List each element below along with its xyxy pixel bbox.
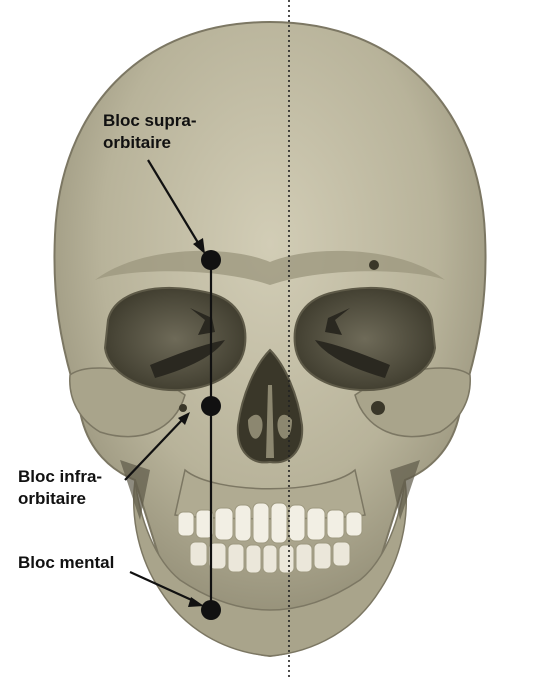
right-infraorbital-foramen [371,401,385,415]
supraorbital-label: Bloc supra- orbitaire [103,110,197,154]
infraorbital-label-line1: Bloc infra- [18,466,102,488]
right-orbit [295,288,435,390]
right-supraorbital-foramen [369,260,379,270]
supraorbital-label-line2: orbitaire [103,132,197,154]
mental-label-line1: Bloc mental [18,552,114,574]
left-zygomatic-foramen [179,404,187,412]
mental-point-icon [201,600,221,620]
infraorbital-label: Bloc infra- orbitaire [18,466,102,510]
lower-teeth [190,542,350,573]
infraorbital-label-line2: orbitaire [18,488,102,510]
infraorbital-point-icon [201,396,221,416]
left-orbit [105,288,245,390]
supraorbital-label-line1: Bloc supra- [103,110,197,132]
mental-label: Bloc mental [18,552,114,574]
